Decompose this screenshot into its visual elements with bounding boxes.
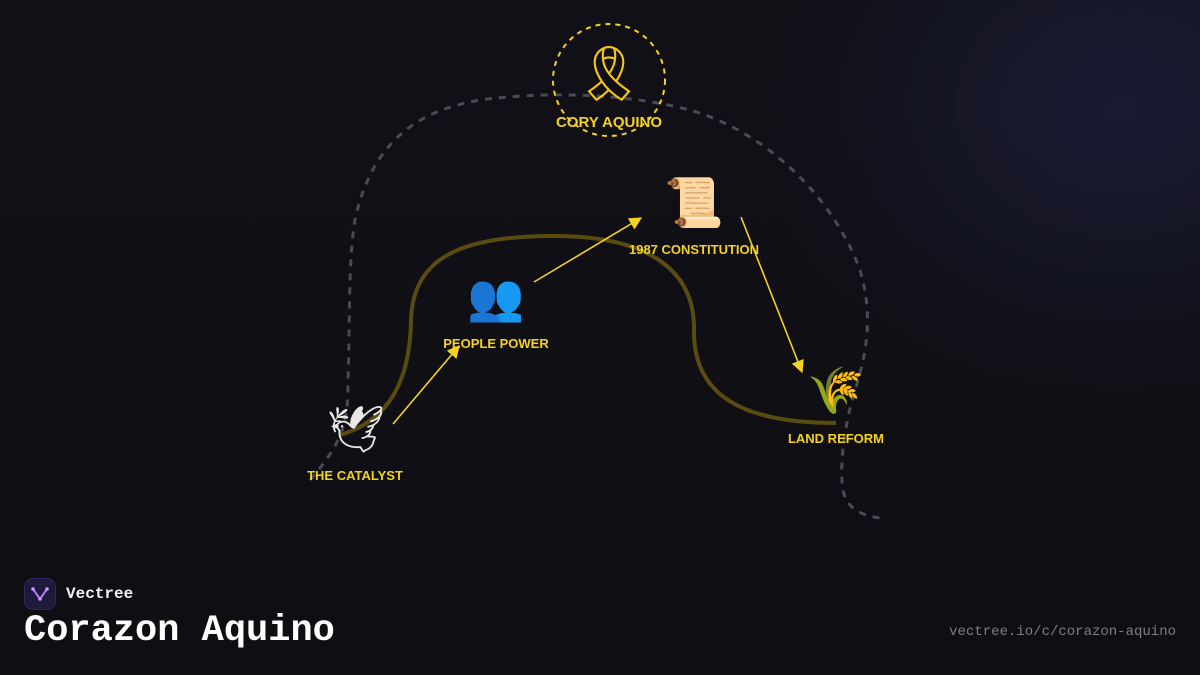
node-1987-constitution[interactable]: 📜 1987 CONSTITUTION [629, 175, 759, 257]
page-title: Corazon Aquino [24, 610, 335, 652]
page-url[interactable]: vectree.io/c/corazon-aquino [949, 624, 1176, 640]
outline-path [308, 93, 881, 520]
journey-path [339, 233, 837, 437]
node-label-cory-aquino: CORY AQUINO [556, 114, 662, 131]
node-people-power[interactable]: 👥 PEOPLE POWER [443, 270, 549, 351]
edge-constitution-reform [740, 216, 804, 374]
node-label-land-reform: LAND REFORM [788, 431, 884, 446]
dove-icon: 🕊 [327, 402, 385, 456]
edge-catalyst-people [392, 345, 460, 425]
people-icon: 👥 [467, 270, 524, 324]
wheat-icon: 🌾 [807, 363, 864, 417]
node-cory-aquino[interactable]: 🎗 CORY AQUINO [556, 42, 662, 131]
edge-people-constitution [533, 217, 643, 283]
brand: Vectree [24, 577, 133, 611]
node-label-the-catalyst: THE CATALYST [307, 468, 403, 483]
node-land-reform[interactable]: 🌾 LAND REFORM [788, 363, 884, 446]
ribbon-icon: 🎗 [575, 42, 644, 105]
node-label-people-power: PEOPLE POWER [443, 336, 549, 351]
scroll-icon: 📜 [664, 175, 724, 231]
brand-name: Vectree [66, 585, 134, 603]
node-label-1987-constitution: 1987 CONSTITUTION [629, 242, 759, 257]
vectree-logo-icon [24, 578, 56, 610]
node-the-catalyst[interactable]: 🕊 THE CATALYST [307, 402, 403, 483]
center-node-ring [552, 23, 666, 137]
